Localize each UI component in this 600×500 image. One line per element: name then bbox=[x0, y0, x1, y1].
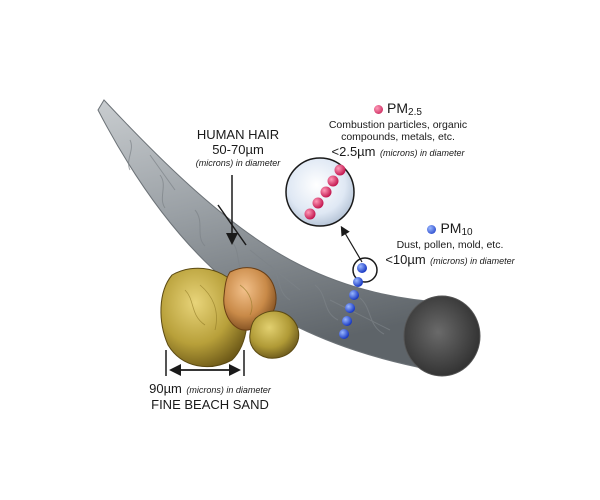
pm25-zoom-ring bbox=[352, 257, 378, 283]
pm25-label: PM2.5 Combustion particles, organic comp… bbox=[318, 100, 478, 161]
pm25-size: <2.5µm bbox=[331, 143, 376, 159]
pm25-dot-icon bbox=[374, 104, 384, 114]
human-hair-label: HUMAN HAIR 50-70µm (microns) in diameter bbox=[188, 127, 288, 168]
pm25-particles bbox=[304, 164, 346, 220]
hair-cross-section bbox=[403, 295, 481, 377]
pm25-title: PM2.5 bbox=[387, 100, 422, 118]
sand-title: FINE BEACH SAND bbox=[151, 397, 269, 413]
human-hair-title: HUMAN HAIR bbox=[196, 127, 280, 142]
pm10-label: PM10 Dust, pollen, mold, etc. <10µm (mic… bbox=[380, 220, 520, 269]
pm10-size: <10µm bbox=[385, 251, 426, 267]
sand-note: (microns) in diameter bbox=[186, 385, 271, 395]
pm10-note: (microns) in diameter bbox=[430, 255, 515, 266]
sand-dimension bbox=[165, 350, 245, 376]
hair-dimension bbox=[217, 175, 247, 246]
pm25-desc-1: Combustion particles, organic bbox=[328, 118, 468, 131]
human-hair-note: (microns) in diameter bbox=[195, 157, 281, 168]
human-hair-size: 50-70µm bbox=[212, 141, 264, 157]
pm25-magnifier bbox=[285, 157, 378, 283]
pm25-desc-2: compounds, metals, etc. bbox=[341, 130, 455, 143]
pm10-particles bbox=[339, 263, 367, 339]
pm10-title: PM10 bbox=[440, 220, 473, 238]
pm10-dot-icon bbox=[427, 224, 437, 234]
pm10-desc-1: Dust, pollen, mold, etc. bbox=[396, 238, 504, 251]
sand-grains bbox=[160, 267, 299, 368]
sand-label: 90µm (microns) in diameter FINE BEACH SA… bbox=[130, 380, 290, 413]
sand-size: 90µm bbox=[149, 381, 182, 396]
sand-grain-small bbox=[249, 310, 299, 359]
pm25-note: (microns) in diameter bbox=[379, 147, 465, 158]
